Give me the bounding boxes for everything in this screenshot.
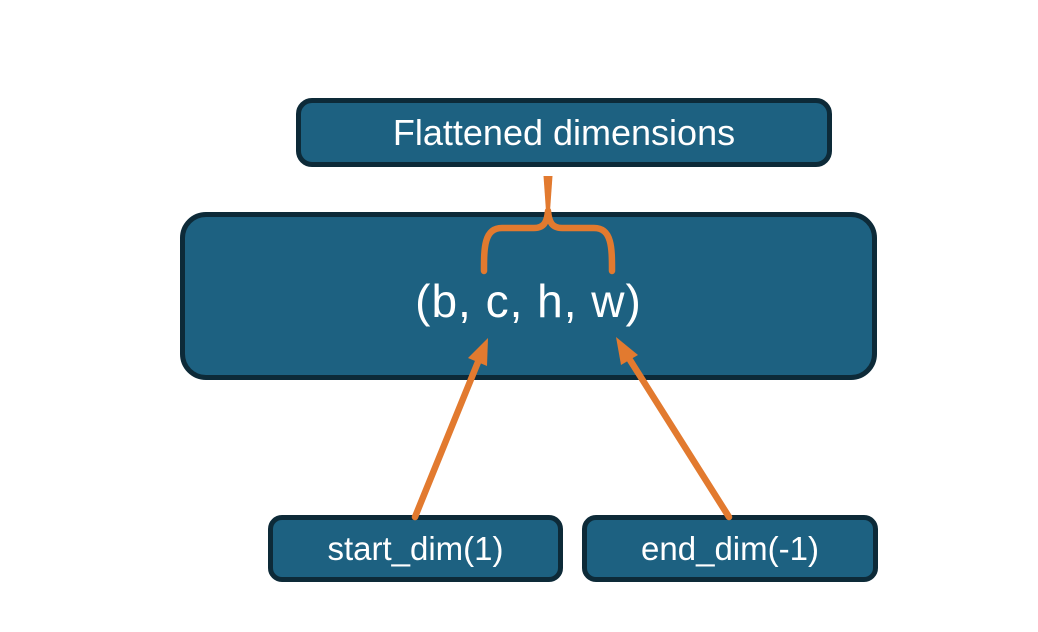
- start-dim-arrow-shaft: [411, 358, 482, 521]
- end-dim-arrow-shaft: [626, 356, 733, 521]
- flattened-dimensions-label: Flattened dimensions: [392, 111, 736, 153]
- tensor-shape-label: (b, c, h, w): [415, 275, 642, 327]
- start-dim-box: start_dim(1): [268, 515, 563, 582]
- end-dim-box: end_dim(-1): [582, 515, 878, 582]
- brace-stem-connector: [543, 176, 553, 214]
- start-dim-label: start_dim(1): [327, 529, 504, 567]
- end-dim-label: end_dim(-1): [641, 529, 819, 567]
- flattened-dimensions-box: Flattened dimensions: [296, 98, 832, 167]
- tensor-shape-box: (b, c, h, w): [180, 212, 877, 380]
